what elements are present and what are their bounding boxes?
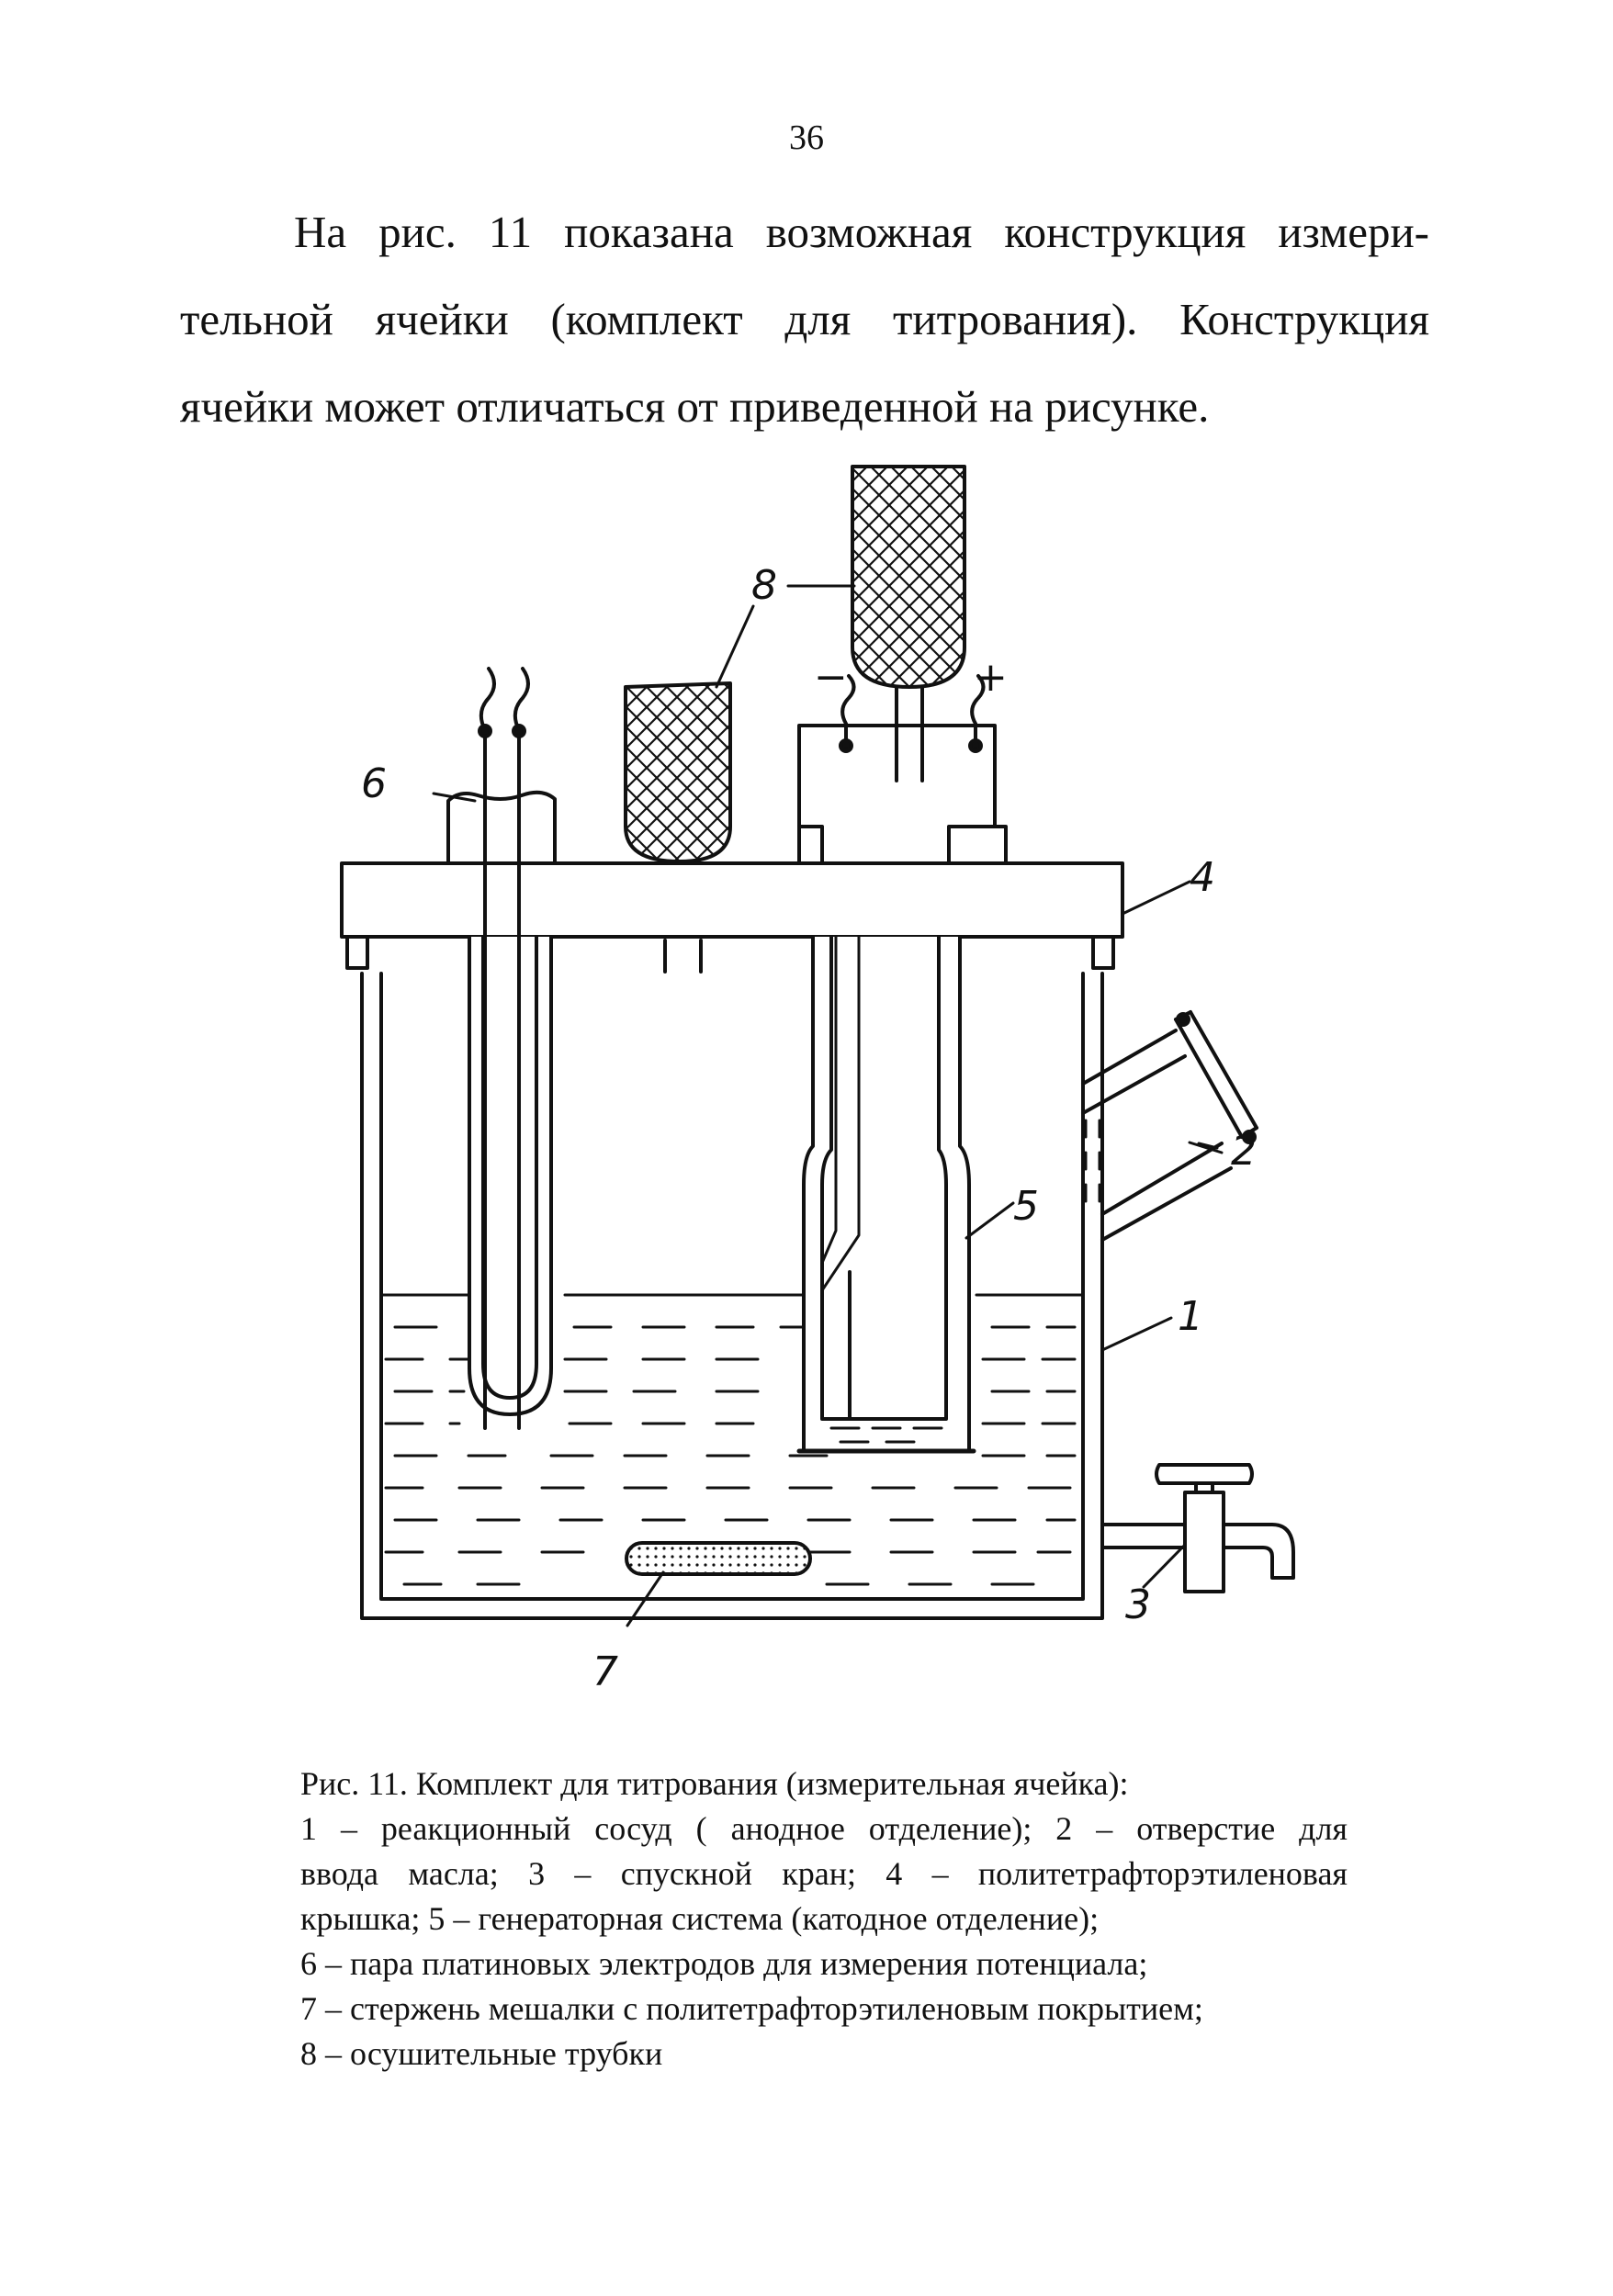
- plus-sign: +: [974, 654, 1008, 701]
- drying-tube-small: [624, 681, 732, 863]
- label-1: 1: [1178, 1293, 1203, 1340]
- generator-system: [796, 674, 1008, 1454]
- drain-tap: [1100, 1463, 1295, 1593]
- stirrer-bar: [625, 1541, 812, 1576]
- label-2: 2: [1231, 1128, 1257, 1175]
- oil-inlet: [1081, 1010, 1258, 1242]
- label-8: 8: [751, 562, 777, 609]
- caption-title: Рис. 11. Комплект для титрования (измери…: [300, 1765, 1129, 1802]
- label-4: 4: [1190, 854, 1215, 901]
- intro-paragraph: На рис. 11 показана возможная конструкци…: [180, 188, 1429, 450]
- intro-line: ячейки может отличаться от приведенной н…: [180, 381, 1210, 432]
- label-6: 6: [361, 760, 387, 807]
- liquid: [381, 1293, 1083, 1586]
- caption-line: 6 – пара платиновых электродов для измер…: [300, 1945, 1148, 1982]
- label-5: 5: [1013, 1183, 1039, 1230]
- leader-lines: [432, 584, 1224, 1627]
- label-3: 3: [1125, 1581, 1151, 1628]
- minus-sign: −: [814, 654, 848, 701]
- reaction-vessel: [360, 972, 1104, 1620]
- caption-line: ввода масла; 3 – спускной кран; 4 – поли…: [300, 1855, 1348, 1892]
- lid: [340, 861, 1124, 974]
- figure-caption: Рис. 11. Комплект для титрования (измери…: [300, 1761, 1348, 2077]
- caption-line: 1 – реакционный сосуд ( анодное отделени…: [300, 1810, 1348, 1847]
- intro-line: тельной ячейки (комплект для титрования)…: [180, 294, 1429, 344]
- platinum-electrode-pair: [446, 667, 557, 1430]
- caption-line: 7 – стержень мешалки с политетрафторэтил…: [300, 1990, 1203, 2027]
- caption-line: 8 – осушительные трубки: [300, 2035, 663, 2072]
- caption-line: крышка; 5 – генераторная система (катодн…: [300, 1900, 1100, 1937]
- intro-line: На рис. 11 показана возможная конструкци…: [294, 207, 1429, 257]
- drying-tube-large: [851, 465, 966, 782]
- label-7: 7: [592, 1649, 618, 1695]
- page-number: 36: [789, 118, 824, 157]
